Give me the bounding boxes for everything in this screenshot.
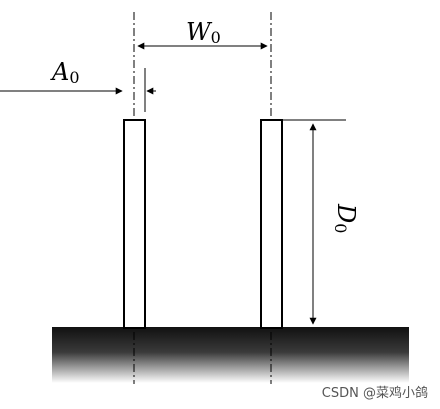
ridge-left xyxy=(123,119,146,329)
substrate xyxy=(52,327,409,383)
ridge-right xyxy=(260,119,283,329)
amplitude-label: A0 xyxy=(50,58,80,87)
depth-label: D0 xyxy=(331,203,360,233)
watermark-text: CSDN @菜鸡小鸽 xyxy=(321,386,428,401)
width-label: W0 xyxy=(186,18,221,47)
